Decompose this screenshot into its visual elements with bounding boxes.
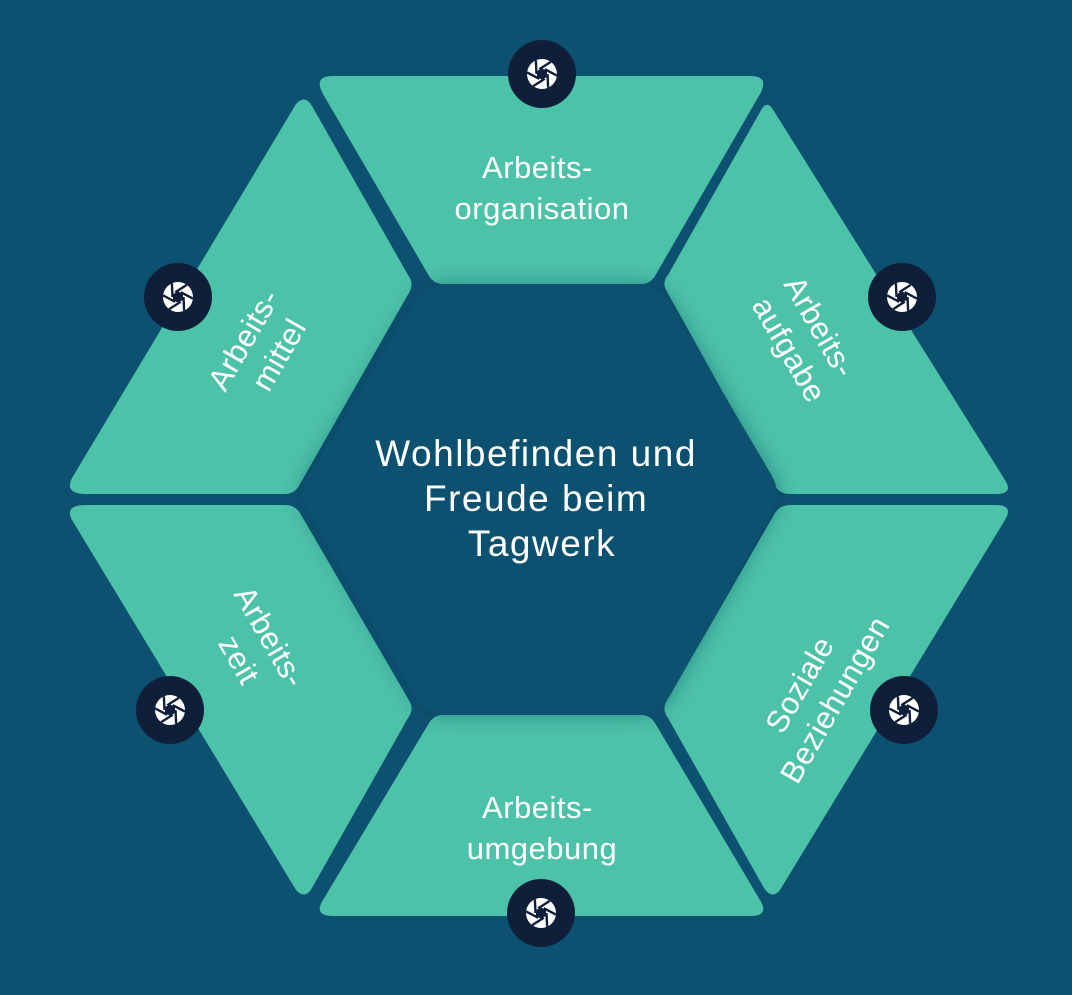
aperture-center xyxy=(536,68,548,80)
aperture-blade xyxy=(154,707,168,716)
aperture-icon xyxy=(508,40,576,108)
aperture-blade xyxy=(894,713,908,724)
center-title-line: Wohlbefinden und xyxy=(375,433,697,474)
segment-arbeitsorganisation-label: Arbeits- organisation xyxy=(455,150,630,226)
aperture-blade xyxy=(162,294,176,303)
aperture-blade xyxy=(168,300,182,311)
aperture-blade xyxy=(182,296,186,311)
aperture-blade xyxy=(900,696,914,707)
segment-arbeitsumgebung: Arbeits- umgebung xyxy=(319,715,764,916)
aperture-blade xyxy=(162,696,166,711)
center-hexagon: Wohlbefinden und Freude beim Tagwerk xyxy=(303,284,777,715)
aperture-blade xyxy=(533,899,537,914)
center-hexagon-shape xyxy=(303,284,777,715)
aperture-center xyxy=(164,704,176,716)
center-title-line: Freude beim xyxy=(424,478,648,519)
aperture-blade xyxy=(894,283,898,298)
segment-label-line: Arbeits- xyxy=(482,150,593,185)
segment-arbeitsorganisation-shape xyxy=(319,76,764,284)
aperture-blade xyxy=(174,283,188,294)
aperture-blade xyxy=(892,300,906,311)
aperture-center xyxy=(896,291,908,303)
segment-arbeitsumgebung-shape xyxy=(319,715,764,916)
aperture-center xyxy=(898,704,910,716)
aperture-icon xyxy=(144,263,212,331)
aperture-icon xyxy=(870,676,938,744)
aperture-blade xyxy=(908,709,912,724)
segment-arbeitszeit: Arbeits- zeit xyxy=(69,505,412,895)
segment-label-line: umgebung xyxy=(467,831,618,866)
aperture-blade xyxy=(896,696,900,711)
segment-arbeitsmittel: Arbeits- mittel xyxy=(69,99,412,495)
aperture-blade xyxy=(906,296,910,311)
segment-label-line: Arbeits- xyxy=(482,790,593,825)
aperture-blade xyxy=(160,713,174,724)
aperture-blade xyxy=(537,899,551,910)
aperture-blade xyxy=(174,709,178,724)
aperture-blade xyxy=(543,907,557,916)
aperture-blade xyxy=(531,916,545,927)
segment-arbeitszeit-shape xyxy=(69,505,412,895)
aperture-blade xyxy=(906,704,920,713)
aperture-blade xyxy=(904,291,918,300)
aperture-blade xyxy=(534,60,538,75)
aperture-blade xyxy=(546,73,550,88)
aperture-center xyxy=(535,907,547,919)
segment-arbeitsmittel-shape xyxy=(69,99,412,495)
aperture-blade xyxy=(538,60,552,71)
aperture-blade xyxy=(180,291,194,300)
icons-layer xyxy=(136,40,938,947)
aperture-center xyxy=(172,291,184,303)
aperture-blade xyxy=(170,283,174,298)
segment-arbeitsumgebung-label: Arbeits- umgebung xyxy=(467,790,618,866)
aperture-blade xyxy=(888,707,902,716)
segment-arbeitsaufgabe: Arbeits- aufgabe xyxy=(664,104,1008,495)
aperture-blade xyxy=(172,704,186,713)
aperture-blade xyxy=(886,294,900,303)
segment-soziale-beziehungen-shape xyxy=(664,505,1008,895)
center-title: Wohlbefinden und Freude beim Tagwerk xyxy=(375,433,708,564)
aperture-blade xyxy=(544,68,558,77)
aperture-icon xyxy=(507,879,575,947)
aperture-icon xyxy=(868,263,936,331)
aperture-blade xyxy=(166,696,180,707)
aperture-blade xyxy=(526,71,540,80)
aperture-blade xyxy=(545,912,549,927)
aperture-blade xyxy=(898,283,912,294)
aperture-blade xyxy=(532,77,546,88)
aperture-icon xyxy=(136,676,204,744)
center-title-line: Tagwerk xyxy=(468,523,616,564)
segment-label-line: organisation xyxy=(455,191,630,226)
segment-arbeitsaufgabe-shape xyxy=(664,104,1008,495)
segment-arbeitsorganisation: Arbeits- organisation xyxy=(319,76,764,284)
aperture-blade xyxy=(525,910,539,919)
